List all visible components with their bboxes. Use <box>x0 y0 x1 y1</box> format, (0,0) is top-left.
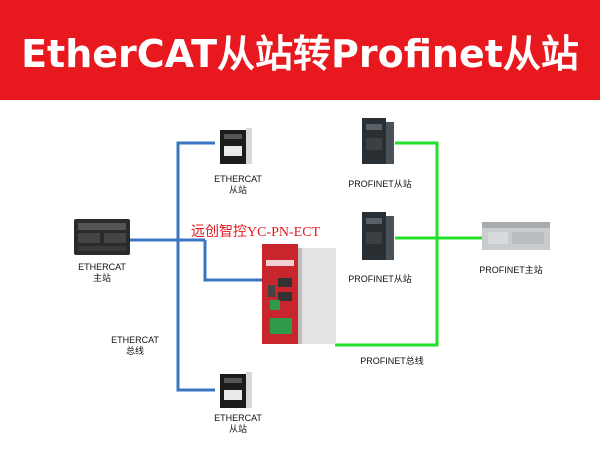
profinet-master-icon <box>482 222 550 250</box>
title-banner: EtherCAT从站转Profinet从站 <box>0 0 600 100</box>
ethercat-slave-top-icon <box>220 128 252 164</box>
ethercat-master-label-line2: 主站 <box>93 272 111 283</box>
ethercat-slave-bottom-label-line1: ETHERCAT <box>214 413 262 423</box>
ethercat-slave-bottom-icon <box>220 372 252 408</box>
ethercat-backbone-line <box>176 141 215 392</box>
gateway-device-icon <box>262 244 336 344</box>
ethercat-slave-top-label-line1: ETHERCAT <box>214 174 262 184</box>
ethercat-gateway-link <box>203 240 262 282</box>
profinet-slave-mid-icon <box>362 212 394 260</box>
profinet-backbone-line <box>335 141 439 347</box>
ethercat-bus-label-line1: ETHERCAT <box>111 335 159 345</box>
ethercat-master-label-line1: ETHERCAT <box>78 262 126 272</box>
ethercat-master-icon <box>74 219 130 255</box>
ethercat-bus-label-line2: 总线 <box>126 345 144 356</box>
ethercat-bus-lines <box>130 141 262 392</box>
page-title: EtherCAT从站转Profinet从站 <box>21 31 579 76</box>
profinet-slave-top-label: PROFINET从站 <box>348 178 412 189</box>
profinet-master-label: PROFINET主站 <box>479 264 543 275</box>
profinet-bus-lines <box>335 141 482 347</box>
ethercat-slave-bottom-label-line2: 从站 <box>229 423 247 434</box>
network-diagram: ETHERCAT 从站 ETHERCAT 主站 ETHERCAT 总线 ETHE… <box>74 118 550 434</box>
ethercat-slave-top-label-line2: 从站 <box>229 184 247 195</box>
profinet-bus-label: PROFINET总线 <box>360 355 424 366</box>
profinet-slave-top-icon <box>362 118 394 164</box>
gateway-brand-label: 远创智控YC-PN-ECT <box>191 224 321 240</box>
profinet-slave-mid-label: PROFINET从站 <box>348 273 412 284</box>
